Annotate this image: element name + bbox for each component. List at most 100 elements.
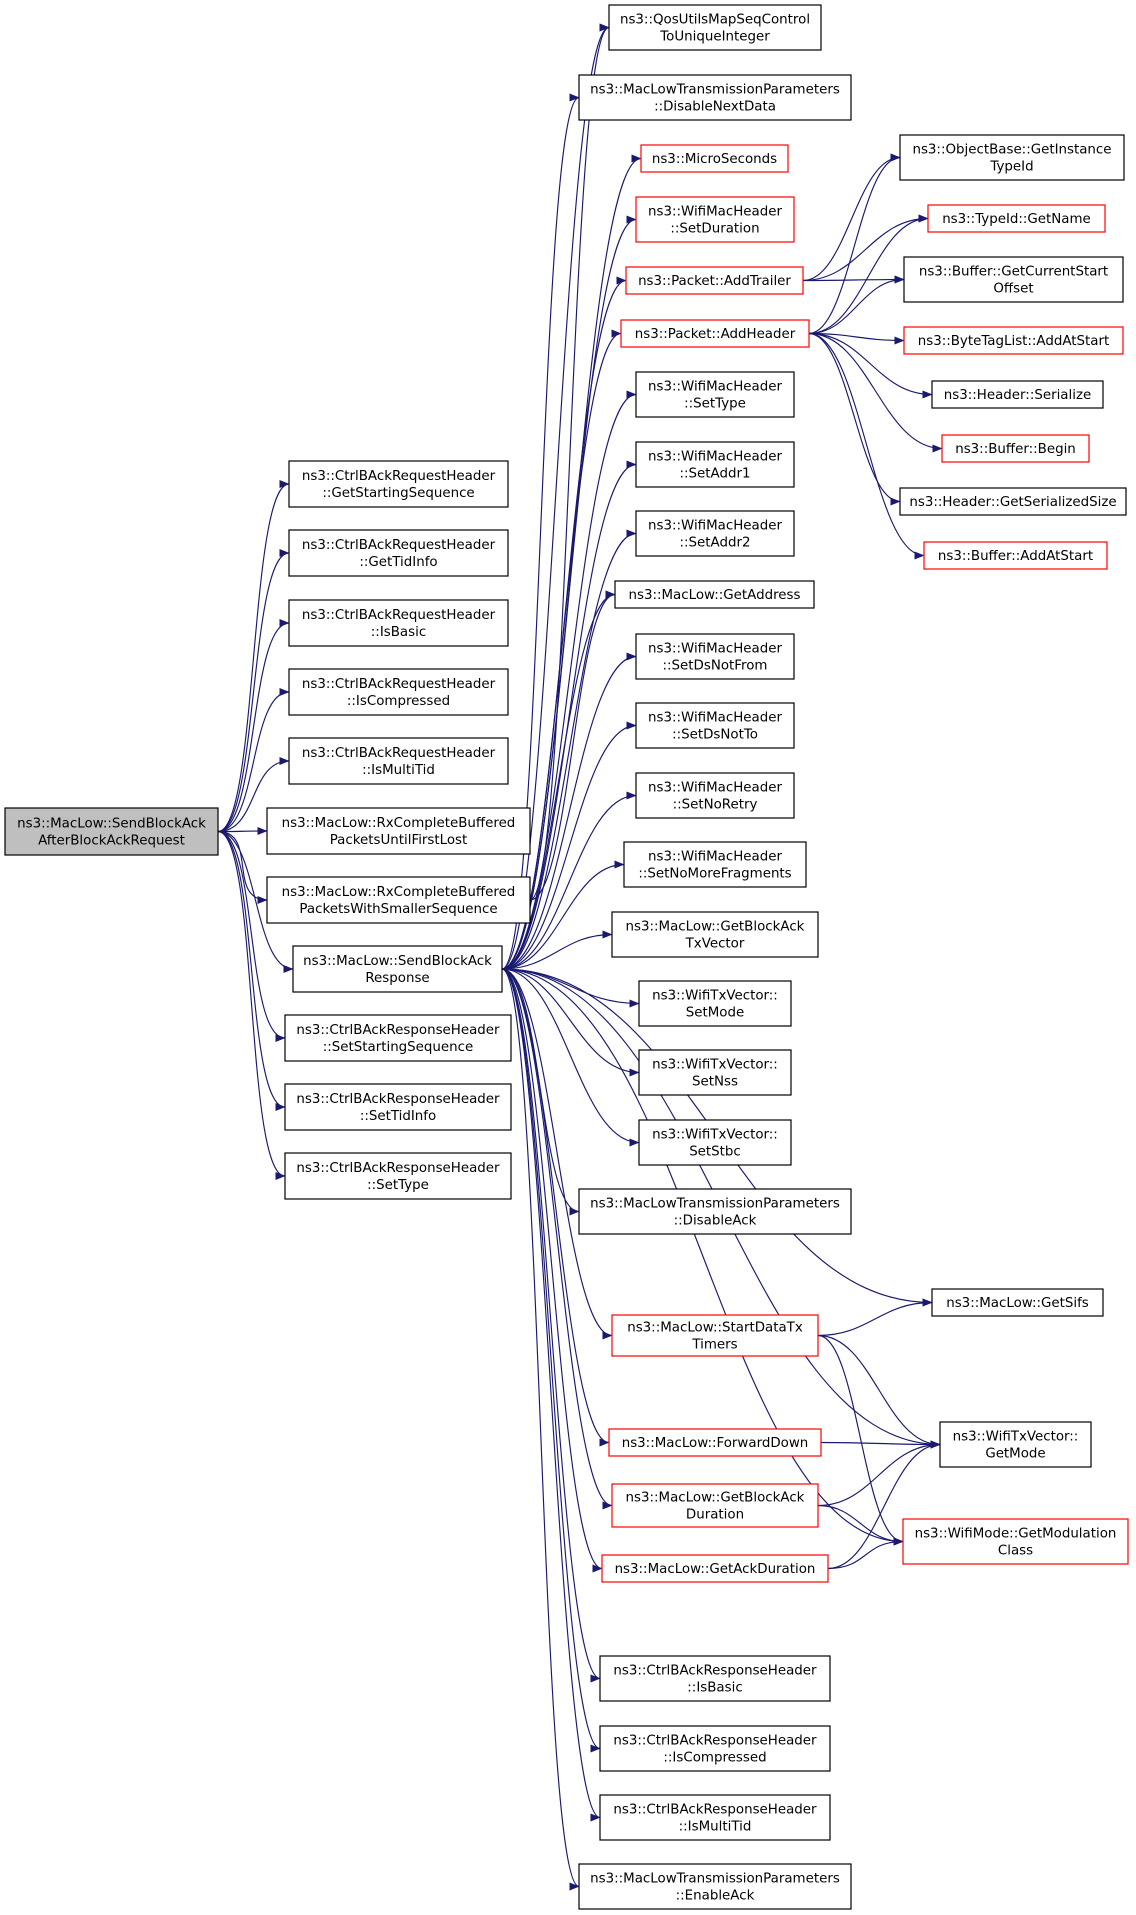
node-maclow-forwarddown[interactable]: ns3::MacLow::ForwardDown — [608, 1428, 822, 1457]
node-box[interactable] — [625, 266, 804, 295]
node-box[interactable] — [288, 460, 509, 508]
node-wifimacheader-setaddr1[interactable]: ns3::WifiMacHeader::SetAddr1 — [635, 441, 795, 488]
node-box[interactable] — [623, 841, 807, 888]
node-maclow-getaddress[interactable]: ns3::MacLow::GetAddress — [614, 580, 815, 609]
node-header-serialize[interactable]: ns3::Header::Serialize — [931, 380, 1104, 409]
node-wifitxvector-setnss[interactable]: ns3::WifiTxVector::SetNss — [638, 1049, 792, 1096]
node-packet-addtrailer[interactable]: ns3::Packet::AddTrailer — [625, 266, 804, 295]
node-box[interactable] — [288, 529, 509, 577]
node-ctrlbackresponseheader-settidinfo[interactable]: ns3::CtrlBAckResponseHeader::SetTidInfo — [284, 1083, 512, 1131]
node-maclow-rxcompletebufferedpacketsuntilfirstlost[interactable]: ns3::MacLow::RxCompleteBufferedPacketsUn… — [266, 807, 531, 855]
node-box[interactable] — [608, 4, 822, 51]
node-box[interactable] — [284, 1152, 512, 1200]
node-wifimacheader-setaddr2[interactable]: ns3::WifiMacHeader::SetAddr2 — [635, 510, 795, 557]
node-wifimacheader-settype[interactable]: ns3::WifiMacHeader::SetType — [635, 371, 795, 418]
node-box[interactable] — [635, 702, 795, 749]
node-box[interactable] — [611, 1314, 819, 1357]
node-box[interactable] — [578, 74, 852, 121]
node-ctrlbackresponseheader-setstartingsequence[interactable]: ns3::CtrlBAckResponseHeader::SetStarting… — [284, 1014, 512, 1062]
node-buffer-begin[interactable]: ns3::Buffer::Begin — [941, 434, 1090, 463]
node-wifimacheader-setnoretry[interactable]: ns3::WifiMacHeader::SetNoRetry — [635, 772, 795, 819]
node-header-getserializedsize[interactable]: ns3::Header::GetSerializedSize — [899, 487, 1127, 516]
node-maclowtransmissionparameters-enableack[interactable]: ns3::MacLowTransmissionParameters::Enabl… — [578, 1863, 852, 1910]
node-box[interactable] — [4, 807, 219, 856]
node-ctrlbackrequestheader-getstartingsequence[interactable]: ns3::CtrlBAckRequestHeader::GetStartingS… — [288, 460, 509, 508]
node-bytetaglist-addatstart[interactable]: ns3::ByteTagList::AddAtStart — [903, 326, 1124, 355]
node-box[interactable] — [578, 1863, 852, 1910]
node-microseconds[interactable]: ns3::MicroSeconds — [640, 144, 789, 173]
node-ctrlbackresponseheader-settype[interactable]: ns3::CtrlBAckResponseHeader::SetType — [284, 1152, 512, 1200]
node-box[interactable] — [638, 1119, 792, 1166]
node-maclow-rxcompletebufferedpacketswithsmallersequence[interactable]: ns3::MacLow::RxCompleteBufferedPacketsWi… — [266, 876, 531, 924]
node-box[interactable] — [608, 1428, 822, 1457]
node-wifitxvector-setmode[interactable]: ns3::WifiTxVector::SetMode — [638, 980, 792, 1027]
node-wifitxvector-setstbc[interactable]: ns3::WifiTxVector::SetStbc — [638, 1119, 792, 1166]
node-maclowtransmissionparameters-disableack[interactable]: ns3::MacLowTransmissionParameters::Disab… — [578, 1188, 852, 1235]
node-box[interactable] — [599, 1794, 831, 1841]
node-box[interactable] — [292, 945, 503, 993]
node-box[interactable] — [923, 541, 1108, 570]
node-box[interactable] — [266, 807, 531, 855]
node-box[interactable] — [611, 1483, 819, 1528]
node-box[interactable] — [599, 1725, 831, 1772]
node-box[interactable] — [903, 256, 1124, 303]
node-qosutilsmapseqcontroltouniqueinteger[interactable]: ns3::QosUtilsMapSeqControlToUniqueIntege… — [608, 4, 822, 51]
node-packet-addheader[interactable]: ns3::Packet::AddHeader — [620, 319, 810, 348]
node-box[interactable] — [620, 319, 810, 348]
node-box[interactable] — [288, 737, 509, 785]
node-ctrlbackrequestheader-isbasic[interactable]: ns3::CtrlBAckRequestHeader::IsBasic — [288, 599, 509, 647]
node-box[interactable] — [266, 876, 531, 924]
node-box[interactable] — [939, 1421, 1092, 1468]
node-box[interactable] — [635, 196, 795, 243]
node-ctrlbackrequestheader-iscompressed[interactable]: ns3::CtrlBAckRequestHeader::IsCompressed — [288, 668, 509, 716]
node-box[interactable] — [284, 1083, 512, 1131]
node-box[interactable] — [903, 326, 1124, 355]
node-box[interactable] — [899, 487, 1127, 516]
node-wifitxvector-getmode[interactable]: ns3::WifiTxVector::GetMode — [939, 1421, 1092, 1468]
node-box[interactable] — [941, 434, 1090, 463]
node-box[interactable] — [635, 371, 795, 418]
node-maclow-getackduration[interactable]: ns3::MacLow::GetAckDuration — [601, 1554, 829, 1583]
node-box[interactable] — [931, 380, 1104, 409]
node-box[interactable] — [284, 1014, 512, 1062]
node-box[interactable] — [611, 911, 819, 958]
node-box[interactable] — [288, 668, 509, 716]
node-box[interactable] — [931, 1288, 1104, 1317]
node-box[interactable] — [635, 441, 795, 488]
node-ctrlbackresponseheader-ismultitid[interactable]: ns3::CtrlBAckResponseHeader::IsMultiTid — [599, 1794, 831, 1841]
node-typeid-getname[interactable]: ns3::TypeId::GetName — [927, 204, 1106, 233]
node-box[interactable] — [899, 134, 1125, 181]
node-box[interactable] — [599, 1655, 831, 1702]
node-buffer-addatstart[interactable]: ns3::Buffer::AddAtStart — [923, 541, 1108, 570]
node-box[interactable] — [638, 980, 792, 1027]
node-ctrlbackresponseheader-isbasic[interactable]: ns3::CtrlBAckResponseHeader::IsBasic — [599, 1655, 831, 1702]
node-box[interactable] — [635, 510, 795, 557]
node-wifimacheader-setdsnotfrom[interactable]: ns3::WifiMacHeader::SetDsNotFrom — [635, 633, 795, 680]
node-box[interactable] — [927, 204, 1106, 233]
node-ctrlbackresponseheader-iscompressed[interactable]: ns3::CtrlBAckResponseHeader::IsCompresse… — [599, 1725, 831, 1772]
node-maclow-sendblockackafterblockackrequest[interactable]: ns3::MacLow::SendBlockAckAfterBlockAckRe… — [4, 807, 219, 856]
node-maclow-getsifs[interactable]: ns3::MacLow::GetSifs — [931, 1288, 1104, 1317]
node-box[interactable] — [635, 633, 795, 680]
node-box[interactable] — [601, 1554, 829, 1583]
node-box[interactable] — [638, 1049, 792, 1096]
node-wifimacheader-setdsnotto[interactable]: ns3::WifiMacHeader::SetDsNotTo — [635, 702, 795, 749]
node-box[interactable] — [902, 1518, 1129, 1565]
node-wifimacheader-setduration[interactable]: ns3::WifiMacHeader::SetDuration — [635, 196, 795, 243]
node-box[interactable] — [288, 599, 509, 647]
node-ctrlbackrequestheader-gettidinfo[interactable]: ns3::CtrlBAckRequestHeader::GetTidInfo — [288, 529, 509, 577]
node-ctrlbackrequestheader-ismultitid[interactable]: ns3::CtrlBAckRequestHeader::IsMultiTid — [288, 737, 509, 785]
node-box[interactable] — [578, 1188, 852, 1235]
node-wifimacheader-setnomorefragments[interactable]: ns3::WifiMacHeader::SetNoMoreFragments — [623, 841, 807, 888]
node-box[interactable] — [640, 144, 789, 173]
node-box[interactable] — [614, 580, 815, 609]
node-maclowtransmissionparameters-disablenextdata[interactable]: ns3::MacLowTransmissionParameters::Disab… — [578, 74, 852, 121]
node-box[interactable] — [635, 772, 795, 819]
